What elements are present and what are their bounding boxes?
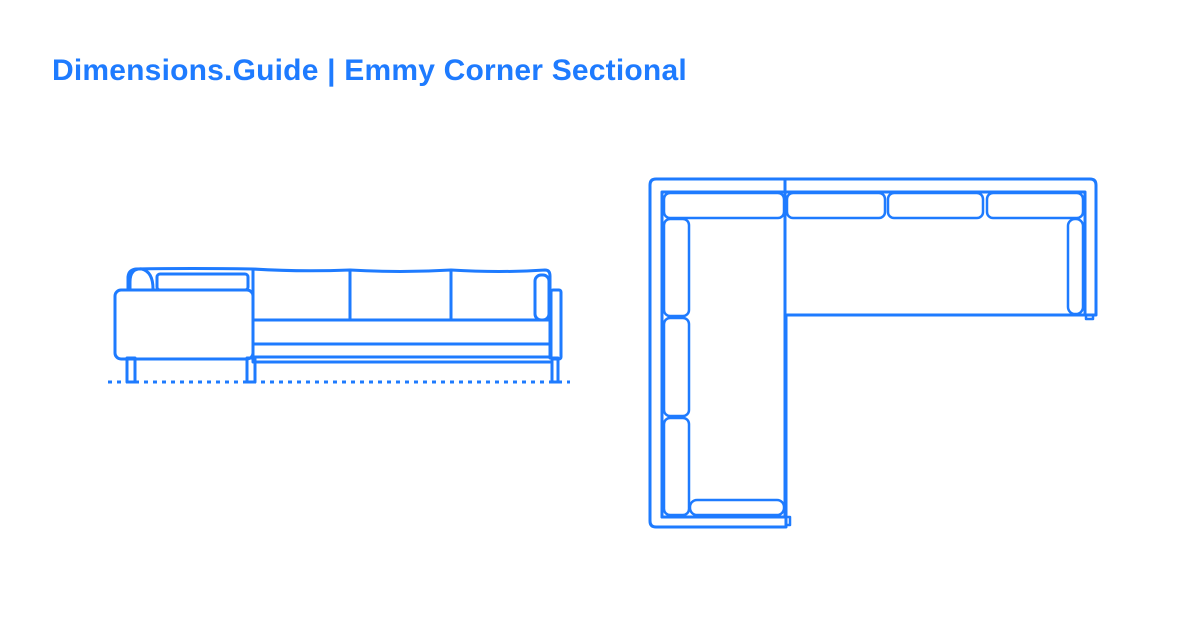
chaise-block <box>113 288 255 361</box>
back-cushion-divider <box>348 269 453 322</box>
right-arm <box>549 288 563 361</box>
side-cushion <box>662 316 691 418</box>
back-cushion <box>662 191 786 220</box>
arm-cushion <box>1066 217 1085 316</box>
leg <box>125 356 137 384</box>
side-cushion <box>662 217 691 318</box>
chaise-back-cushion <box>128 267 155 291</box>
seat-cushion-line <box>251 318 552 359</box>
foot <box>784 515 792 527</box>
side-elevation-view <box>108 267 570 384</box>
chaise-pillow <box>155 272 250 292</box>
back-cushion <box>886 191 985 220</box>
outer-frame <box>648 177 1098 529</box>
back-cushion <box>785 191 887 220</box>
foot <box>1084 313 1095 321</box>
leg <box>550 356 560 384</box>
side-cushion <box>662 416 691 517</box>
main-body <box>251 268 552 364</box>
top-plan-view <box>648 177 1098 529</box>
side-pillow <box>533 273 551 322</box>
arm-cushion <box>688 498 786 517</box>
inner-frame <box>660 190 1087 519</box>
page-title: Dimensions.Guide | Emmy Corner Sectional <box>52 54 687 87</box>
section-divider <box>660 177 787 519</box>
back-cushion <box>985 191 1085 220</box>
